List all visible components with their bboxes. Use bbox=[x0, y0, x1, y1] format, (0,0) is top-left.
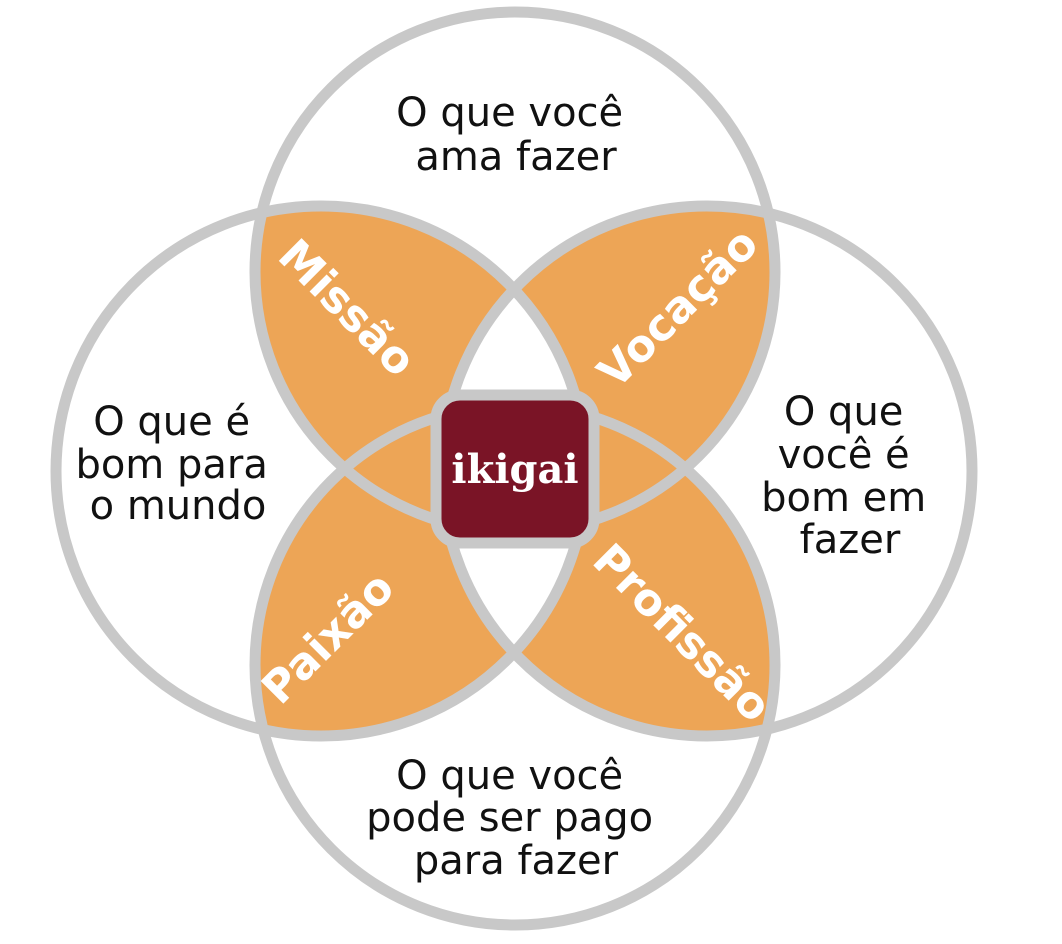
circle-top-text: O que você ama fazer bbox=[396, 90, 636, 180]
center-badge bbox=[430, 389, 600, 549]
circle-bottom-text: O que você pode ser pago para fazer bbox=[366, 753, 666, 884]
center-label: ikigai bbox=[451, 446, 578, 493]
circle-right-text: O que você é bom em fazer bbox=[761, 389, 939, 563]
circle-left-text: O que é bom para o mundo bbox=[75, 399, 280, 529]
